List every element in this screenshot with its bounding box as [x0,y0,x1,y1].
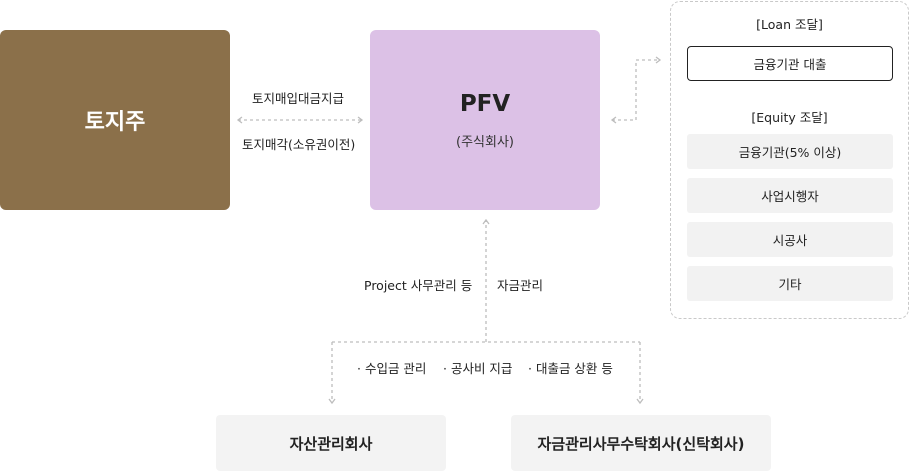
pfv-funding-arrow [610,56,662,124]
landowner-box: 토지주 [0,30,230,210]
pfv-title: PFV [459,90,511,117]
task-construction-payment: · 공사비 지급 [443,361,513,376]
asset-manager-box: 자산관리회사 [216,415,446,471]
land-sale-label: 토지매각(소유권이전) [242,137,356,152]
landowner-label: 토지주 [84,110,146,135]
equity-item-contractor: 시공사 [687,222,893,257]
project-admin-label: Project 사무관리 등 [364,278,473,293]
equity-item-developer: 사업시행자 [687,178,893,213]
task-revenue: · 수입금 관리 [357,361,427,376]
task-loan-repayment: · 대출금 상환 등 [528,361,613,376]
land-payment-label: 토지매입대금지급 [252,91,345,106]
loan-item-bank: 금융기관 대출 [687,46,893,81]
fund-trustee-label: 자금관리사무수탁회사(신탁회사) [537,434,745,453]
pfv-box: PFV (주식회사) [370,30,600,210]
fund-trustee-box: 자금관리사무수탁회사(신탁회사) [511,415,771,471]
fund-management-label: 자금관리 [497,278,544,293]
equity-title: [Equity 조달] [751,110,828,125]
loan-title: [Loan 조달] [756,17,823,32]
pfv-subtitle: (주식회사) [456,134,514,150]
equity-item-bank: 금융기관(5% 이상) [687,134,893,169]
funding-panel: [Loan 조달] 금융기관 대출 [Equity 조달] 금융기관(5% 이상… [670,1,909,319]
equity-item-other: 기타 [687,266,893,301]
asset-manager-label: 자산관리회사 [289,434,373,453]
